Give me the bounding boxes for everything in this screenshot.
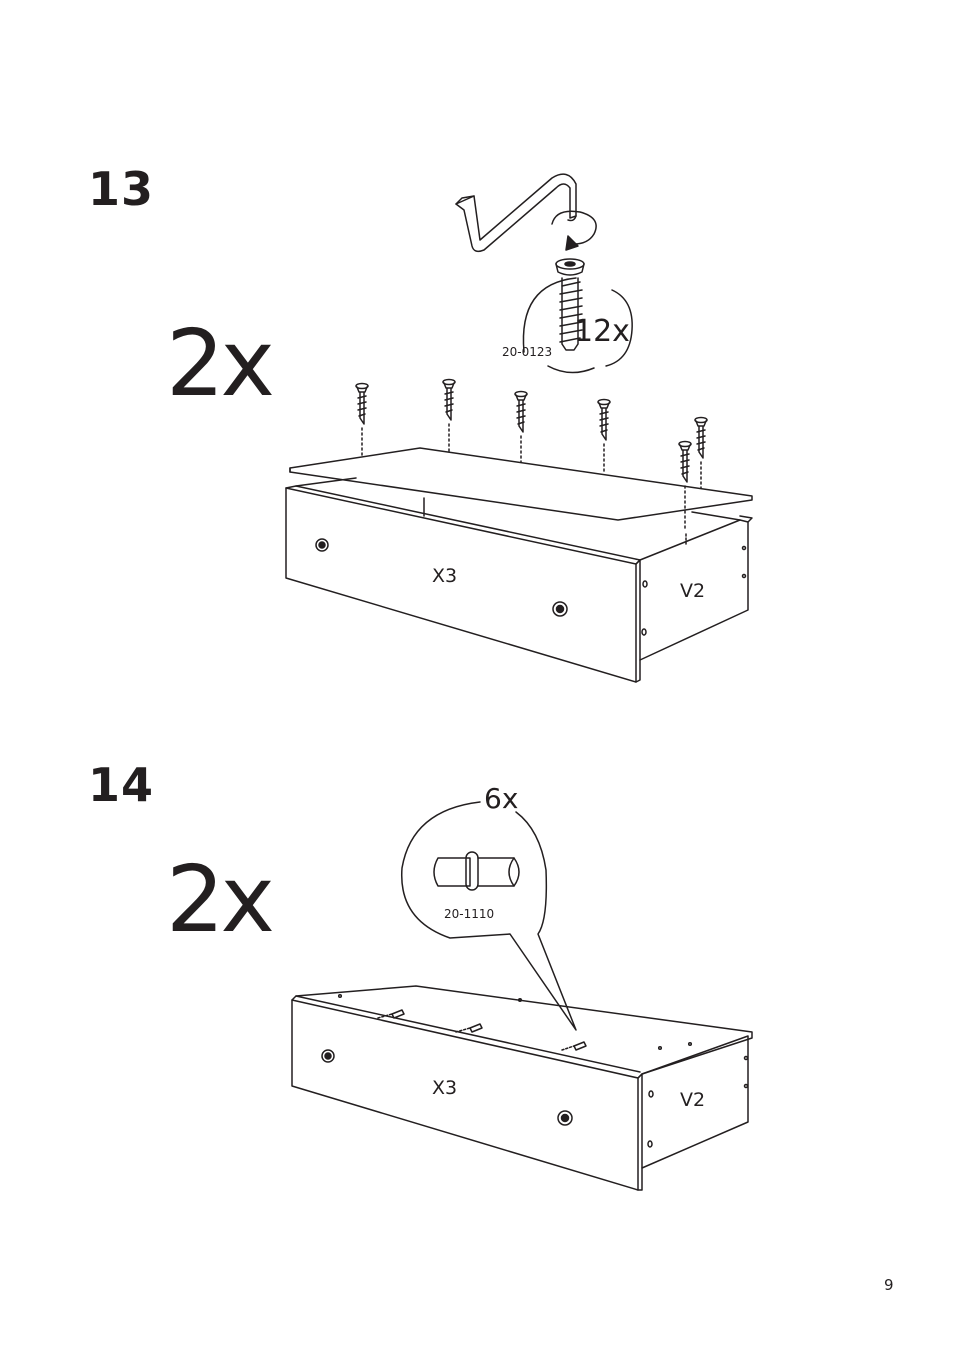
step-14-hardware-count: 6x	[484, 782, 518, 815]
page-number: 9	[884, 1276, 894, 1294]
step-14-panel-v2: V2	[680, 1089, 705, 1111]
dowel-icon	[434, 852, 519, 890]
step-14-panel-x3: X3	[432, 1077, 457, 1099]
step-14-hardware-code: 20-1110	[444, 907, 494, 921]
